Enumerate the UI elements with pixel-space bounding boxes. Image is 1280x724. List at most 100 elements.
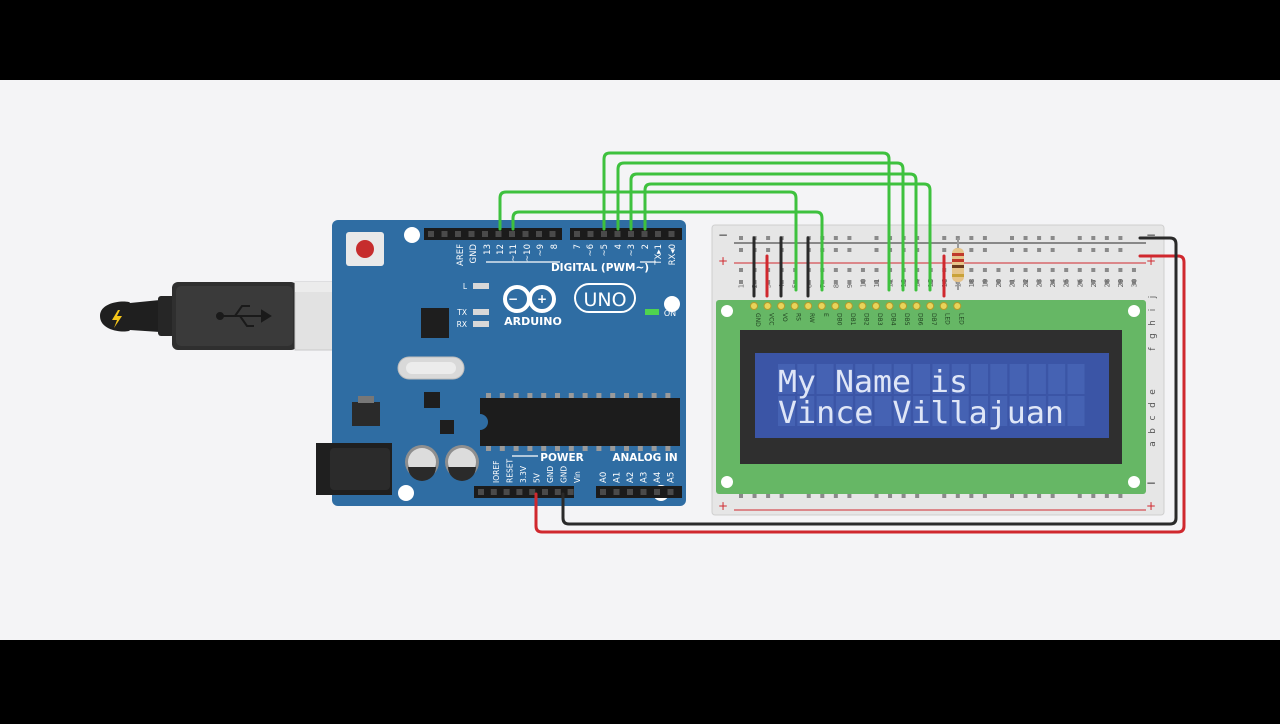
lcd-pin-pad[interactable] [804,302,813,310]
lcd-pin-pad[interactable] [844,302,853,310]
lcd-pin-pad[interactable] [777,302,786,310]
rail-hole[interactable] [982,248,987,252]
rail-hole[interactable] [833,248,838,252]
rail-hole[interactable] [1077,236,1082,240]
terminal-hole[interactable] [1091,280,1096,284]
rail-hole[interactable] [888,494,893,498]
rail-hole[interactable] [779,494,784,498]
header-pin-hole[interactable] [536,231,542,237]
terminal-hole[interactable] [1010,280,1014,284]
rail-hole[interactable] [1050,248,1055,252]
header-pin-hole[interactable] [655,231,661,237]
terminal-hole[interactable] [847,280,852,284]
wire-e-pin11[interactable] [511,210,824,292]
terminal-hole[interactable] [1023,280,1028,284]
header-pin-hole[interactable] [554,489,561,495]
rail-hole[interactable] [766,236,771,240]
rail-hole[interactable] [847,248,852,252]
rail-hole[interactable] [942,494,947,498]
rail-hole[interactable] [1023,236,1028,240]
header-pin-hole[interactable] [601,231,607,237]
wire-db7-pin2[interactable] [643,182,932,292]
rail-hole[interactable] [833,494,838,498]
rail-hole[interactable] [874,236,879,240]
rail-hole[interactable] [955,494,960,498]
rail-hole[interactable] [1010,236,1014,240]
header-pin-hole[interactable] [516,489,523,495]
rail-hole[interactable] [1023,248,1028,252]
rail-hole[interactable] [739,248,743,252]
rail-hole[interactable] [847,494,852,498]
resistor[interactable] [952,238,964,290]
terminal-hole[interactable] [1037,268,1042,272]
rail-hole[interactable] [1104,248,1109,252]
header-pin-hole[interactable] [641,231,648,237]
header-pin-hole[interactable] [640,489,647,495]
terminal-hole[interactable] [739,280,743,284]
rail-hole[interactable] [1091,236,1096,240]
rail-hole[interactable] [833,236,838,240]
reset-button-cap[interactable] [356,240,374,258]
wire-db4-pin5[interactable] [602,151,891,292]
terminal-hole[interactable] [833,268,838,272]
lcd-pin-pad[interactable] [926,302,935,310]
terminal-hole[interactable] [1064,280,1069,284]
header-pin-hole[interactable] [654,489,660,495]
rail-hole[interactable] [874,248,879,252]
terminal-hole[interactable] [874,268,879,272]
rail-hole[interactable] [1050,494,1055,498]
header-pin-hole[interactable] [441,231,448,237]
wire-rs-pin12[interactable] [498,190,798,292]
header-pin-hole[interactable] [503,489,510,495]
header-pin-hole[interactable] [522,231,529,237]
rail-hole[interactable] [874,494,879,498]
header-pin-hole[interactable] [627,489,633,495]
terminal-hole[interactable] [996,280,1001,284]
terminal-hole[interactable] [874,280,879,284]
lcd-pin-pad[interactable] [831,302,840,310]
lcd-pin-pad[interactable] [953,302,962,310]
rail-hole[interactable] [901,494,906,498]
rail-hole[interactable] [1077,494,1082,498]
rail-hole[interactable] [1037,248,1042,252]
header-pin-hole[interactable] [455,231,461,237]
rail-hole[interactable] [847,236,852,240]
lcd-pin-pad[interactable] [858,302,867,310]
header-pin-hole[interactable] [478,489,484,495]
lcd-pin-pad[interactable] [763,302,772,310]
terminal-hole[interactable] [833,280,838,284]
rail-hole[interactable] [820,494,825,498]
lcd-pin-pad[interactable] [885,302,894,310]
header-pin-hole[interactable] [509,231,515,237]
header-pin-hole[interactable] [567,489,574,495]
rail-hole[interactable] [1010,494,1014,498]
header-pin-hole[interactable] [614,231,621,237]
wire-db6-pin3[interactable] [629,172,918,292]
rail-hole[interactable] [739,494,743,498]
rail-hole[interactable] [969,248,974,252]
terminal-hole[interactable] [982,268,987,272]
terminal-hole[interactable] [847,268,852,272]
rail-hole[interactable] [1091,494,1096,498]
wire-5v[interactable] [534,254,1186,534]
terminal-hole[interactable] [1050,280,1055,284]
rail-hole[interactable] [969,236,974,240]
terminal-hole[interactable] [1104,280,1109,284]
header-pin-hole[interactable] [668,231,675,237]
header-pin-hole[interactable] [490,489,497,495]
terminal-hole[interactable] [860,280,865,284]
rail-hole[interactable] [915,494,920,498]
lcd-pin-pad[interactable] [817,302,826,310]
rail-hole[interactable] [766,494,771,498]
rail-hole[interactable] [1104,236,1109,240]
terminal-hole[interactable] [1050,268,1055,272]
terminal-hole[interactable] [982,280,987,284]
header-pin-hole[interactable] [667,489,674,495]
header-pin-hole[interactable] [482,231,488,237]
rail-hole[interactable] [1091,248,1096,252]
terminal-hole[interactable] [996,268,1001,272]
terminal-hole[interactable] [1091,268,1096,272]
